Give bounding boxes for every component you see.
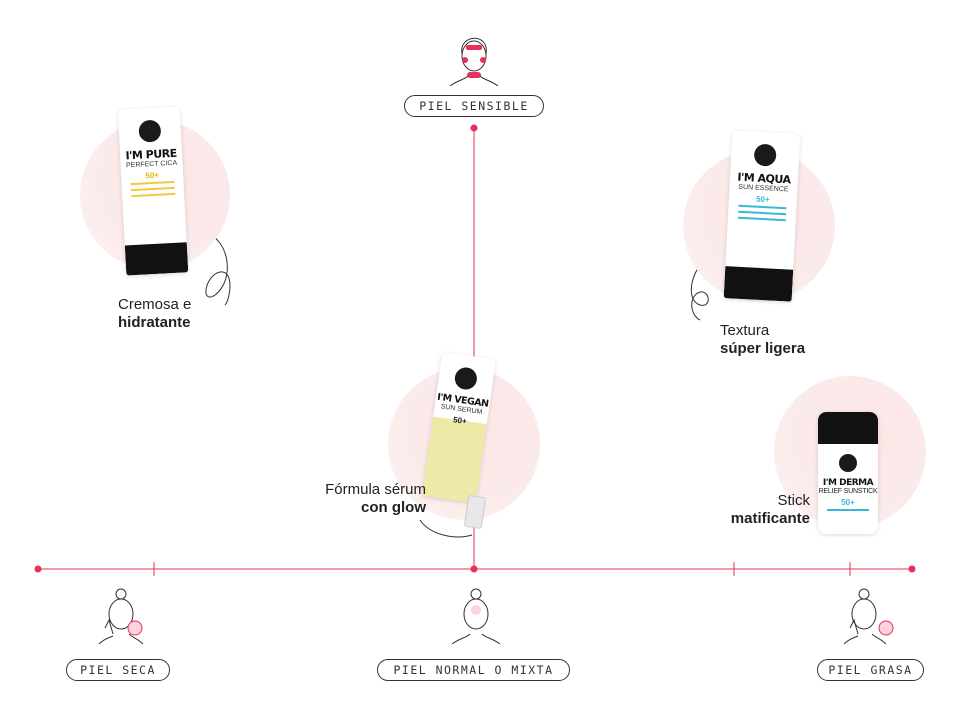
product-spf: 50+ [841, 498, 855, 507]
axis-endpoint-right [908, 565, 916, 573]
squiggle-line [204, 231, 231, 306]
brand-logo [138, 119, 162, 143]
product-spf: 50+ [452, 415, 468, 426]
label-piel-sensible: PIEL SENSIBLE [404, 95, 544, 117]
squiggle-line [690, 254, 711, 321]
brand-logo [453, 366, 479, 391]
product-im-pure: I'M PURE PERFECT CICA 50+ [117, 106, 189, 276]
product-im-derma: I'M DERMA RELIEF SUNSTICK 50+ [818, 412, 878, 534]
dry-skin-face-icon [98, 588, 144, 645]
product-name: I'M DERMA [822, 478, 874, 488]
label-piel-normal-o-mixta: PIEL NORMAL O MIXTA [377, 659, 570, 681]
squiggle-line [419, 519, 473, 538]
label-piel-seca: PIEL SECA [66, 659, 170, 681]
axis-top-point [470, 124, 478, 132]
product-spf: 50+ [145, 170, 160, 181]
normal-skin-face-icon [451, 588, 501, 645]
axis-endpoint-left [34, 565, 42, 573]
product-subtitle: PERFECT CICA [125, 159, 178, 170]
product-im-aqua: I'M AQUA SUN ESSENCE 50+ [723, 130, 801, 302]
label-piel-grasa: PIEL GRASA [817, 659, 924, 681]
product-spf: 50+ [755, 194, 770, 205]
product-subtitle: SUN ESSENCE [738, 183, 789, 194]
brand-logo [753, 143, 777, 167]
axis-center-point [470, 565, 478, 573]
oily-skin-face-icon [843, 588, 894, 645]
product-subtitle: RELIEF SUNSTICK [818, 488, 878, 495]
brand-logo [839, 454, 857, 472]
sensitive-skin-face-icon [449, 37, 499, 87]
